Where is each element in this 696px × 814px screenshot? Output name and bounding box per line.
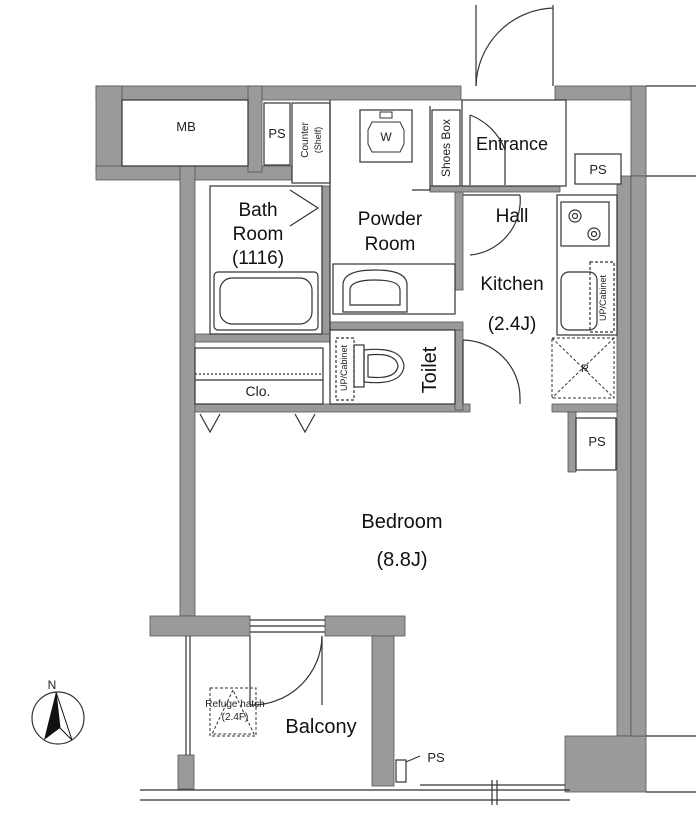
north-arrow-icon	[44, 692, 60, 740]
bath-label-2: Room	[233, 224, 284, 245]
refuge-hatch-label-1: Refuge hatch	[205, 699, 265, 710]
bedroom-label-1: Bedroom	[361, 511, 442, 533]
powder-room-label-2: Room	[365, 234, 416, 255]
powder-room-lines	[329, 100, 431, 330]
bedroom-label-2: (8.8J)	[376, 549, 427, 571]
counter-label-2: (Shelf)	[313, 127, 323, 154]
powder-sink	[332, 263, 456, 315]
wall-bath-right	[321, 185, 331, 337]
ps-mid-right-label: PS	[588, 434, 606, 449]
balcony-label: Balcony	[285, 716, 356, 738]
wall-bedroom-bottom-right	[324, 615, 406, 637]
wall-top-left	[95, 85, 462, 101]
compass-north-label: N	[48, 678, 57, 692]
toilet-room	[329, 329, 456, 405]
shoes-box	[431, 109, 461, 187]
kitchen-label-1: Kitchen	[480, 274, 543, 295]
bath-door	[289, 189, 320, 227]
bath-label-1: Bath	[238, 200, 277, 221]
entrance-label: Entrance	[476, 134, 548, 154]
balcony-door	[249, 635, 323, 706]
wall-bedroom-bottom-left	[149, 615, 251, 637]
closet	[194, 347, 324, 434]
refuge-hatch-label-2: (2.4F)	[222, 712, 249, 723]
bath-room	[209, 185, 323, 335]
washer-label: W	[380, 130, 392, 144]
counter-label-1: Counter	[300, 122, 311, 158]
kitchen-label-2: (2.4J)	[488, 314, 537, 335]
refrigerator-label: R	[581, 363, 589, 375]
mb-label: MB	[176, 119, 196, 134]
wall-far-right	[630, 175, 647, 737]
wall-right	[616, 175, 632, 737]
wall-bottom-right-block	[564, 735, 647, 793]
kitchen-up-cabinet-label: UP/Cabinet	[598, 274, 608, 321]
wall-bath-bottom	[194, 333, 331, 343]
bath-label-3: (1116)	[232, 248, 284, 269]
ps-balcony-label: PS	[427, 750, 445, 765]
wall-balcony-right	[371, 635, 395, 787]
wall-bedroom-top-right	[551, 403, 618, 413]
washer	[359, 109, 413, 163]
entrance-door	[469, 5, 554, 185]
toilet-door	[462, 339, 521, 404]
wall-kitchen-left	[454, 189, 464, 291]
ps-balcony-box	[395, 759, 407, 783]
ps-top-left-label: PS	[268, 126, 286, 141]
wall-powder-bottom	[329, 321, 464, 331]
wall-toilet-right	[454, 329, 464, 411]
walls	[95, 85, 647, 793]
ps-top-right-box	[574, 153, 622, 185]
closet-label: Clo.	[246, 383, 271, 399]
wall-balcony-left-post	[177, 754, 195, 790]
entrance-area	[461, 99, 567, 187]
ps-top-right-label: PS	[589, 162, 607, 177]
refuge-hatch	[209, 687, 257, 737]
counter-shelf-box	[291, 102, 331, 184]
wall-bedroom-top-left	[194, 403, 471, 413]
toilet-label: Toilet	[419, 346, 441, 393]
compass	[31, 691, 85, 745]
wall-mb-ps-column	[247, 85, 263, 173]
toilet-up-cabinet-label: UP/Cabinet	[339, 344, 349, 391]
hall-label: Hall	[496, 206, 529, 227]
refrigerator	[551, 337, 615, 399]
wall-entrance-bottom	[429, 185, 561, 193]
shoes-box-label: Shoes Box	[439, 119, 453, 177]
wall-left	[179, 165, 196, 617]
powder-room-label-1: Powder	[358, 209, 423, 230]
outlines	[140, 85, 696, 805]
wall-ps-mid-right	[567, 411, 577, 473]
wall-top-right-column	[630, 85, 647, 177]
hall-door	[463, 194, 521, 256]
mb-box	[121, 99, 249, 167]
kitchen-counter	[556, 194, 618, 336]
bathtub	[213, 271, 319, 331]
ps-top-left-box	[263, 102, 291, 166]
wall-mb-left	[95, 85, 123, 173]
ps-mid-right-box	[575, 417, 617, 471]
ps-balcony-leader	[405, 755, 421, 763]
toilet-fixture	[335, 337, 405, 401]
